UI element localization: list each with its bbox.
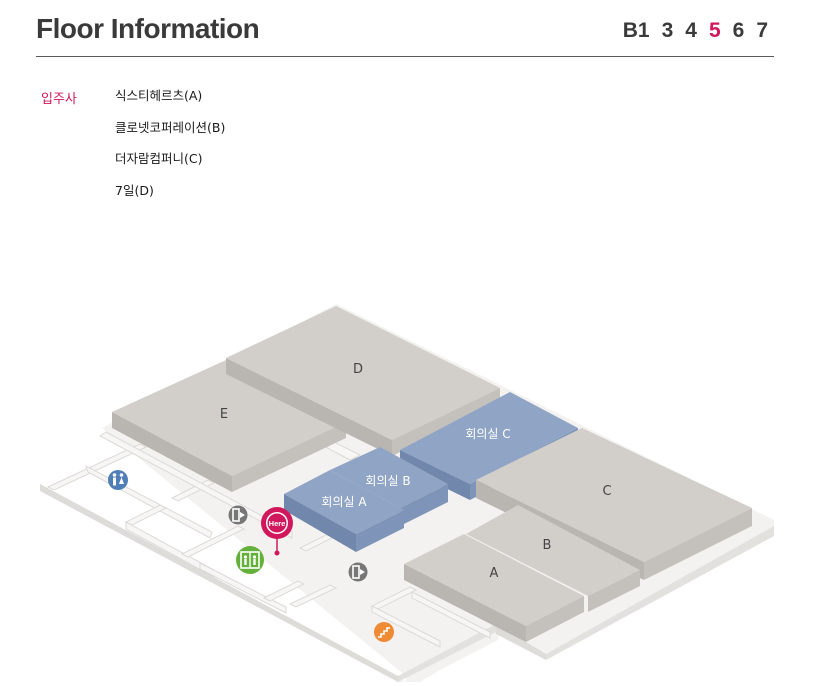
tenant-label: 입주사	[41, 92, 77, 107]
floor-7-link[interactable]: 7	[756, 19, 768, 42]
header-divider	[36, 56, 774, 57]
meeting-room-c-label: 회의실 C	[465, 427, 510, 441]
room-d[interactable]: D	[226, 306, 500, 456]
you-are-here-marker: Here	[261, 507, 293, 556]
meeting-room-a[interactable]: 회의실 A	[284, 470, 404, 552]
room-e-label: E	[220, 407, 228, 422]
room-b[interactable]: B	[466, 505, 640, 612]
room-b-label: B	[543, 538, 552, 553]
tenant-item: 식스티헤르츠(A)	[115, 88, 203, 103]
page-title: Floor Information	[36, 13, 260, 44]
meeting-room-a-label: 회의실 A	[321, 495, 367, 509]
exit-icon[interactable]	[228, 505, 248, 525]
room-a[interactable]: A	[404, 534, 584, 642]
elevator-icon[interactable]	[236, 546, 264, 574]
meeting-room-b[interactable]: 회의실 B	[330, 447, 448, 526]
floor-6-link[interactable]: 6	[732, 19, 745, 42]
floor-3-link[interactable]: 3	[661, 19, 674, 42]
room-d-label: D	[353, 362, 363, 377]
floor-b1-link[interactable]: B1	[622, 19, 650, 42]
tenant-item: 7일(D)	[115, 182, 154, 198]
room-c-label: C	[602, 484, 611, 499]
floor-4-link[interactable]: 4	[685, 19, 697, 42]
marker-label: Here	[269, 519, 286, 528]
stairs-icon[interactable]	[374, 622, 394, 642]
tenant-item: 클로넷코퍼레이션(B)	[115, 119, 226, 135]
tenant-list: 식스티헤르츠(A) 클로넷코퍼레이션(B) 더자람컴퍼니(C) 7일(D)	[115, 87, 225, 213]
tenant-item: 더자람컴퍼니(C)	[115, 151, 203, 166]
room-e[interactable]: E	[112, 360, 346, 492]
restroom-icon[interactable]	[108, 470, 128, 490]
exit-icon[interactable]	[348, 562, 368, 582]
room-a-label: A	[490, 566, 499, 581]
floor-5-link[interactable]: 5	[708, 19, 721, 42]
meeting-room-b-label: 회의실 B	[365, 474, 410, 488]
floor-selector: B1 3 4 5 6 7	[623, 19, 768, 43]
